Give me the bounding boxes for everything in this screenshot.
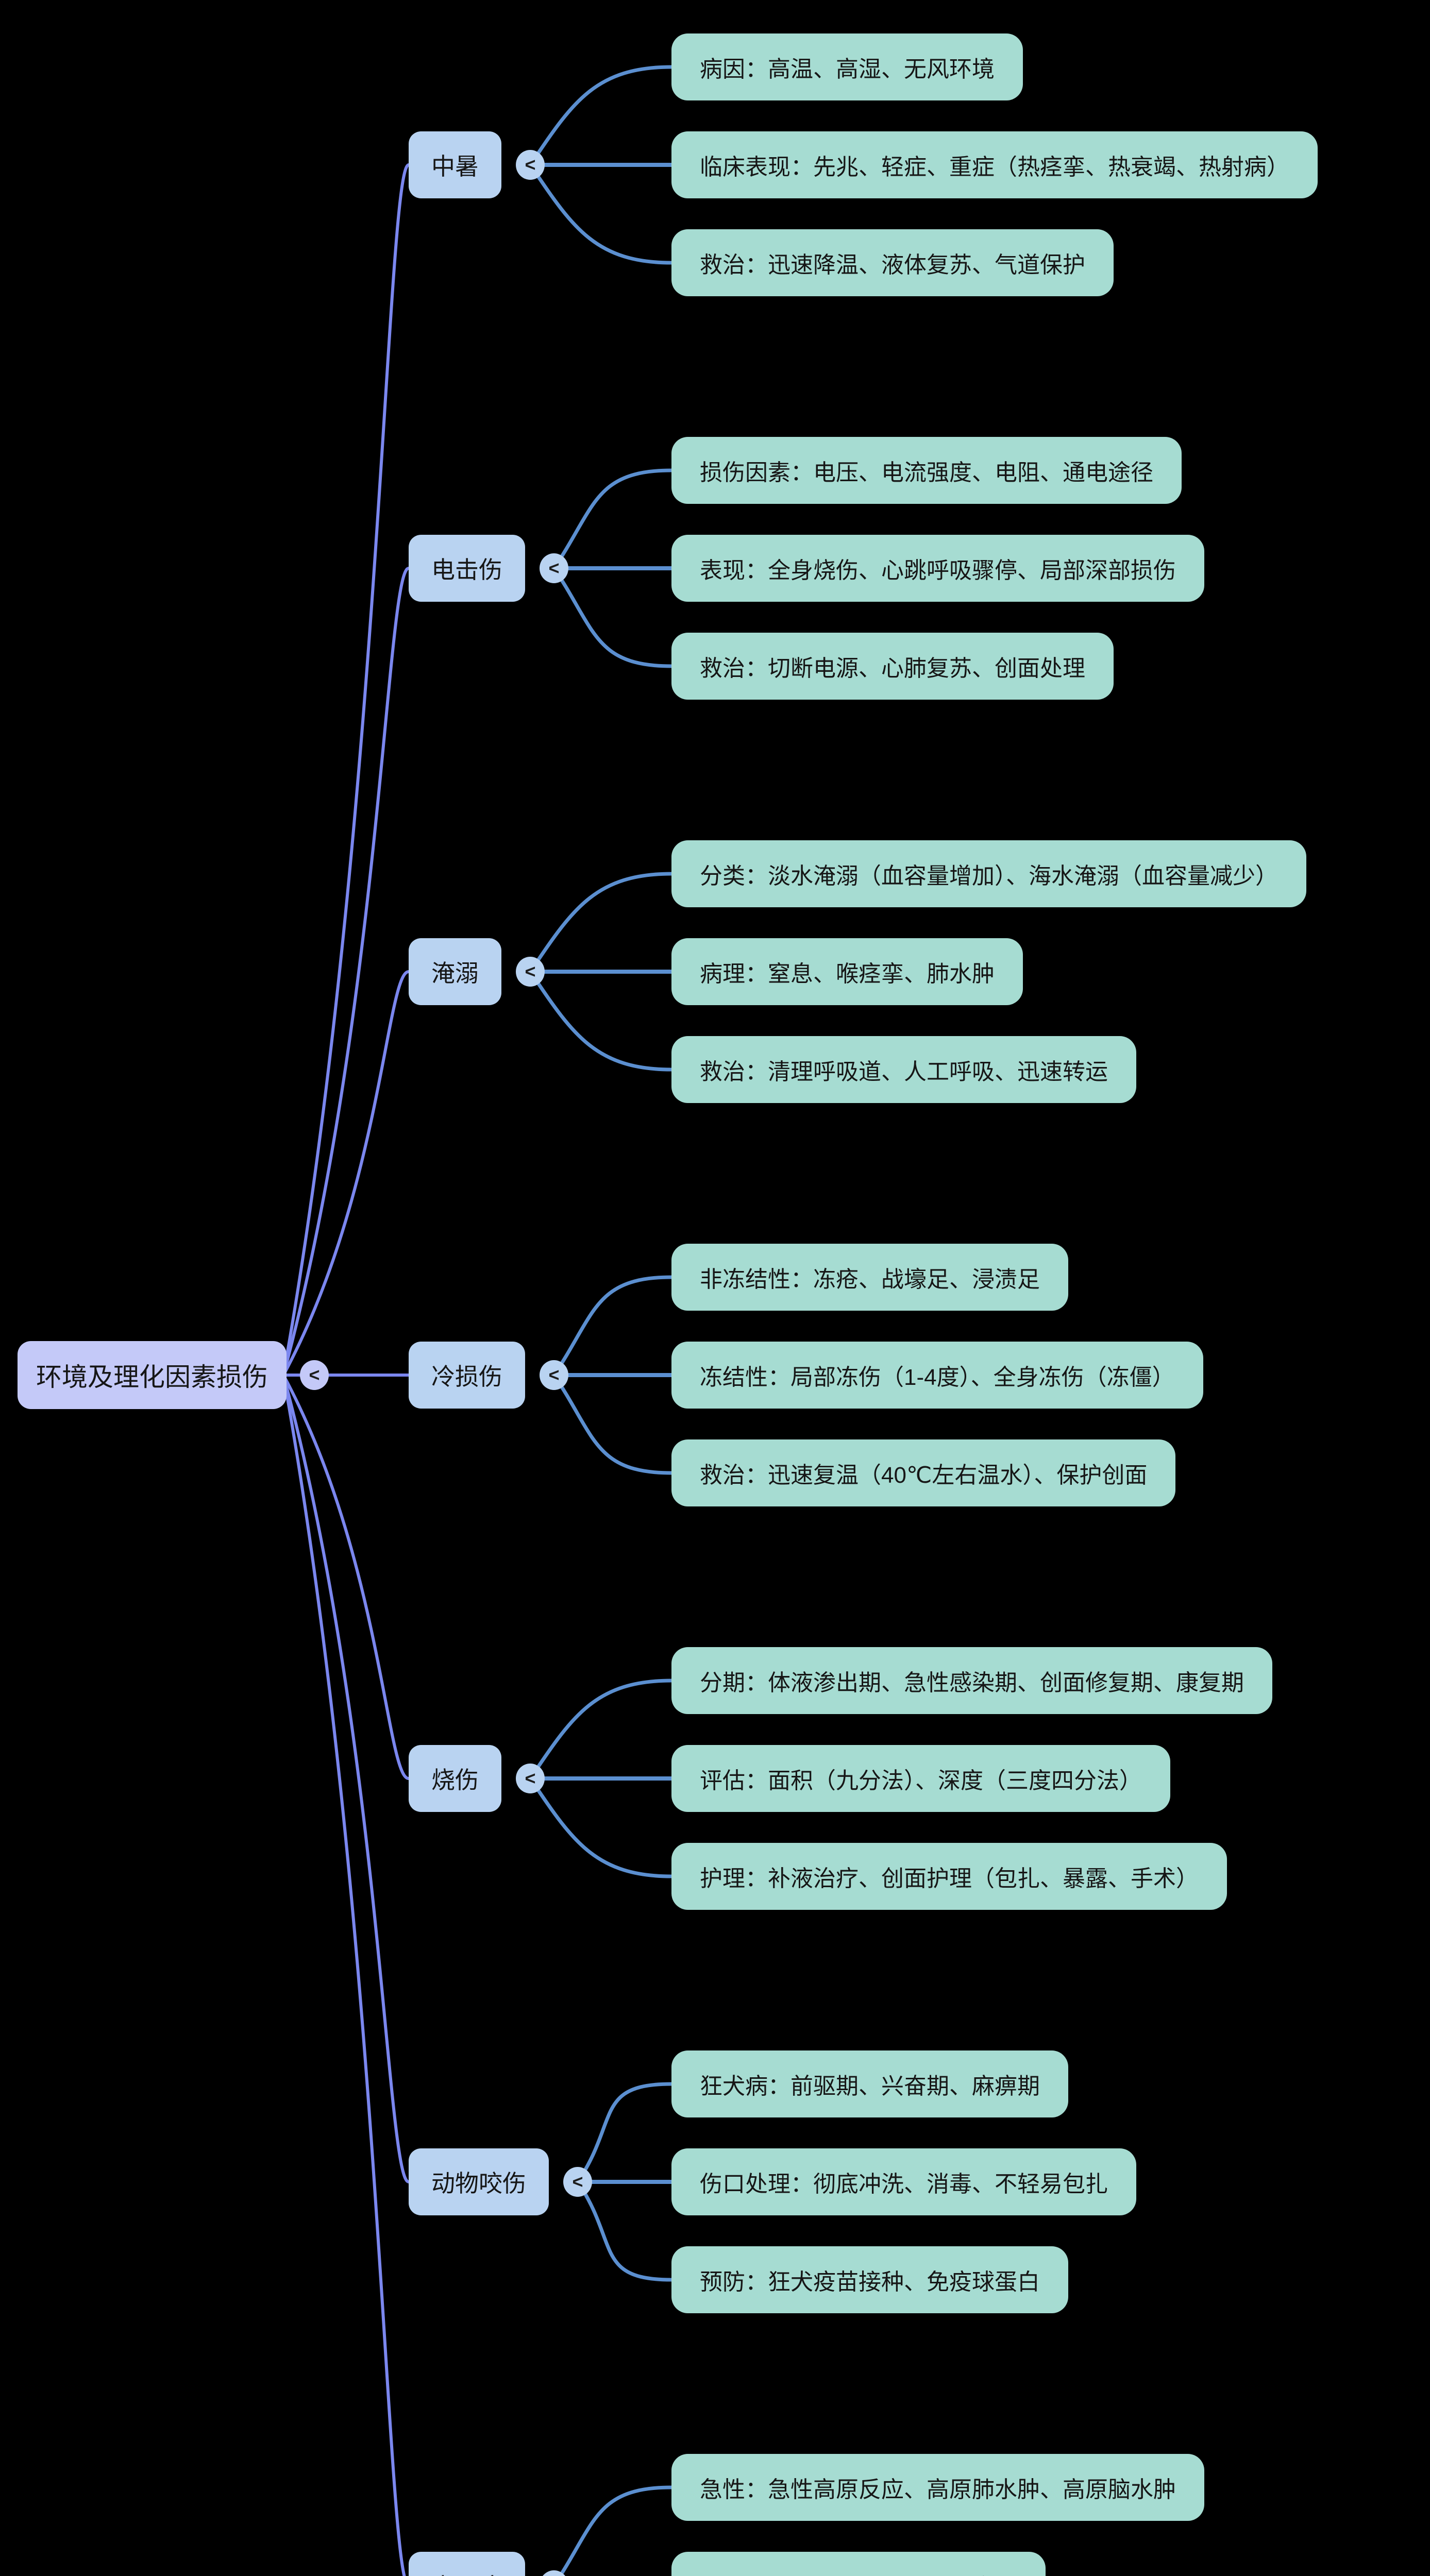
chevron-left-icon: < <box>525 961 536 982</box>
leaf-node[interactable]: 表现：全身烧伤、心跳呼吸骤停、局部深部损伤 <box>671 535 1204 602</box>
branch-collapse-button[interactable]: < <box>563 2167 592 2197</box>
leaf-node-label: 病因：高温、高湿、无风环境 <box>700 57 995 82</box>
leaf-node-label: 狂犬病：前驱期、兴奋期、麻痹期 <box>700 2074 1040 2099</box>
leaf-node-label: 救治：清理呼吸道、人工呼吸、迅速转运 <box>700 1059 1108 1084</box>
leaf-node[interactable]: 救治：迅速降温、液体复苏、气道保护 <box>671 229 1114 296</box>
leaf-node-label: 病理：窒息、喉痉挛、肺水肿 <box>700 961 995 987</box>
leaf-node-label: 分类：淡水淹溺（血容量增加）、海水淹溺（血容量减少） <box>700 863 1278 889</box>
leaf-node-label: 救治：迅速降温、液体复苏、气道保护 <box>700 252 1085 278</box>
leaf-node[interactable]: 急性：急性高原反应、高原肺水肿、高原脑水肿 <box>671 2454 1204 2521</box>
chevron-left-icon: < <box>548 2574 559 2576</box>
leaf-node-label: 预防：狂犬疫苗接种、免疫球蛋白 <box>700 2269 1040 2295</box>
chevron-left-icon: < <box>309 1364 320 1385</box>
leaf-node[interactable]: 分期：体液渗出期、急性感染期、创面修复期、康复期 <box>671 1647 1272 1714</box>
branch-collapse-button[interactable]: < <box>540 1360 568 1390</box>
leaf-node[interactable]: 病理：窒息、喉痉挛、肺水肿 <box>671 938 1023 1005</box>
leaf-node-label: 临床表现：先兆、轻症、重症（热痉挛、热衰竭、热射病） <box>700 155 1289 180</box>
branch-node-label: 中暑 <box>431 153 479 180</box>
leaf-node-label: 救治：迅速复温（40℃左右温水）、保护创面 <box>700 1463 1148 1488</box>
leaf-node[interactable]: 病因：高温、高湿、无风环境 <box>671 33 1023 100</box>
leaf-node-label: 冻结性：局部冻伤（1-4度）、全身冻伤（冻僵） <box>700 1365 1175 1390</box>
leaf-node[interactable]: 伤口处理：彻底冲洗、消毒、不轻易包扎 <box>671 2148 1136 2215</box>
leaf-node[interactable]: 分类：淡水淹溺（血容量增加）、海水淹溺（血容量减少） <box>671 840 1306 907</box>
leaf-node[interactable]: 救治：迅速复温（40℃左右温水）、保护创面 <box>671 1439 1176 1506</box>
leaf-node[interactable]: 救治：清理呼吸道、人工呼吸、迅速转运 <box>671 1036 1136 1103</box>
root-node-label: 环境及理化因素损伤 <box>36 1363 268 1392</box>
leaf-node-label: 非冻结性：冻疮、战壕足、浸渍足 <box>700 1267 1040 1292</box>
branch-node-label: 淹溺 <box>431 960 479 987</box>
leaf-node[interactable]: 临床表现：先兆、轻症、重症（热痉挛、热衰竭、热射病） <box>671 131 1318 198</box>
branch-node-cold-injury[interactable]: 冷损伤 <box>409 1342 525 1409</box>
leaf-node-label: 表现：全身烧伤、心跳呼吸骤停、局部深部损伤 <box>700 558 1176 583</box>
chevron-left-icon: < <box>525 1768 536 1789</box>
leaf-node-label: 伤口处理：彻底冲洗、消毒、不轻易包扎 <box>700 2172 1108 2197</box>
branch-collapse-button[interactable]: < <box>540 553 568 583</box>
branch-collapse-button[interactable]: < <box>516 150 545 180</box>
leaf-node[interactable]: 损伤因素：电压、电流强度、电阻、通电途径 <box>671 437 1182 504</box>
leaf-node-label: 评估：面积（九分法）、深度（三度四分法） <box>700 1768 1142 1793</box>
branch-collapse-button[interactable]: < <box>540 2570 568 2576</box>
branch-node-label: 烧伤 <box>431 1767 479 1793</box>
root-node-environment-physicochemical-injuries[interactable]: 环境及理化因素损伤 <box>18 1341 287 1409</box>
branch-node-label: 动物咬伤 <box>431 2170 526 2197</box>
branch-collapse-button[interactable]: < <box>516 957 545 987</box>
branch-collapse-button[interactable]: < <box>516 1764 545 1793</box>
leaf-node[interactable]: 冻结性：局部冻伤（1-4度）、全身冻伤（冻僵） <box>671 1342 1203 1409</box>
leaf-node[interactable]: 预防：狂犬疫苗接种、免疫球蛋白 <box>671 2246 1068 2313</box>
leaf-node-label: 诱因：低气压、低氧分压、寒冷 <box>700 2569 1017 2576</box>
branch-node-drowning[interactable]: 淹溺 <box>409 938 501 1005</box>
leaf-node[interactable]: 救治：切断电源、心肺复苏、创面处理 <box>671 633 1114 700</box>
leaf-node-label: 护理：补液治疗、创面护理（包扎、暴露、手术） <box>700 1866 1199 1891</box>
branch-node-label: 高原病 <box>431 2568 502 2576</box>
branch-node-animal-bite[interactable]: 动物咬伤 <box>409 2148 549 2215</box>
leaf-node[interactable]: 护理：补液治疗、创面护理（包扎、暴露、手术） <box>671 1843 1227 1910</box>
leaf-node[interactable]: 诱因：低气压、低氧分压、寒冷 <box>671 2552 1046 2576</box>
root-collapse-button[interactable]: < <box>300 1360 329 1390</box>
branch-node-altitude-sickness[interactable]: 高原病 <box>409 2552 525 2576</box>
branch-node-electric-shock-injury[interactable]: 电击伤 <box>409 535 525 602</box>
chevron-left-icon: < <box>572 2171 583 2192</box>
chevron-left-icon: < <box>548 557 560 579</box>
leaf-node[interactable]: 狂犬病：前驱期、兴奋期、麻痹期 <box>671 2050 1068 2117</box>
leaf-node-label: 急性：急性高原反应、高原肺水肿、高原脑水肿 <box>700 2477 1176 2502</box>
leaf-node-label: 分期：体液渗出期、急性感染期、创面修复期、康复期 <box>700 1670 1244 1696</box>
chevron-left-icon: < <box>548 1364 560 1385</box>
leaf-node[interactable]: 评估：面积（九分法）、深度（三度四分法） <box>671 1745 1170 1812</box>
chevron-left-icon: < <box>525 154 536 175</box>
branch-node-label: 冷损伤 <box>431 1363 502 1390</box>
leaf-node-label: 救治：切断电源、心肺复苏、创面处理 <box>700 656 1085 681</box>
leaf-node[interactable]: 非冻结性：冻疮、战壕足、浸渍足 <box>671 1244 1068 1311</box>
branch-node-heatstroke[interactable]: 中暑 <box>409 131 501 198</box>
branch-node-burn[interactable]: 烧伤 <box>409 1745 501 1812</box>
branch-node-label: 电击伤 <box>431 556 502 583</box>
leaf-node-label: 损伤因素：电压、电流强度、电阻、通电途径 <box>700 460 1153 485</box>
